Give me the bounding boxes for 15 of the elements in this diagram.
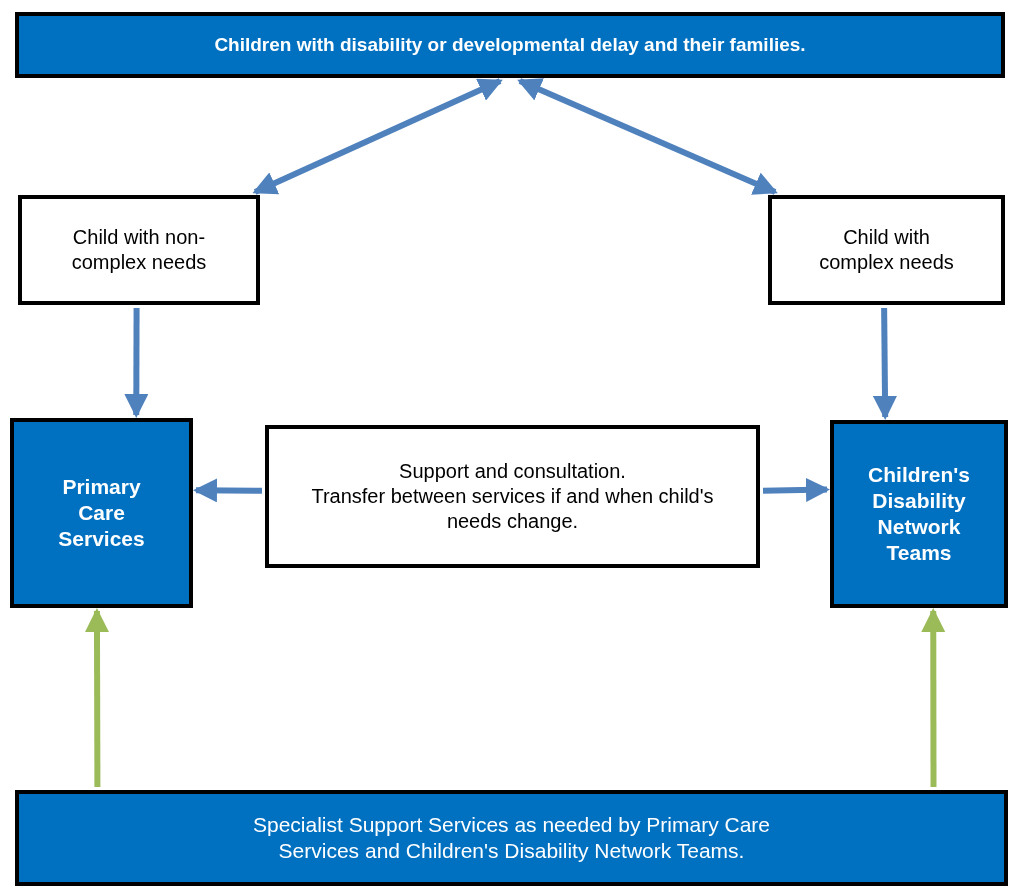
process-box: Child with complex needs — [768, 195, 1005, 305]
process-box: Support and consultation. Transfer between services if and when child's needs change. — [265, 425, 760, 568]
process-box: Children's Disability Network Teams — [830, 420, 1008, 608]
arrow — [873, 307, 897, 420]
arrow — [921, 608, 946, 787]
arrow — [193, 478, 263, 503]
arrow — [762, 477, 830, 502]
process-box: Specialist Support Services as needed by Primary Care Services and Children's Disability Network Teams. — [15, 790, 1008, 886]
process-box: Primary Care Services — [10, 418, 193, 608]
arrow — [517, 78, 778, 195]
process-box: Child with non-complex needs — [18, 195, 260, 305]
banner-box: Children with disability or developmental delay and their families. — [15, 12, 1005, 78]
arrow — [252, 78, 503, 195]
arrow — [85, 608, 109, 787]
arrow — [124, 308, 149, 418]
